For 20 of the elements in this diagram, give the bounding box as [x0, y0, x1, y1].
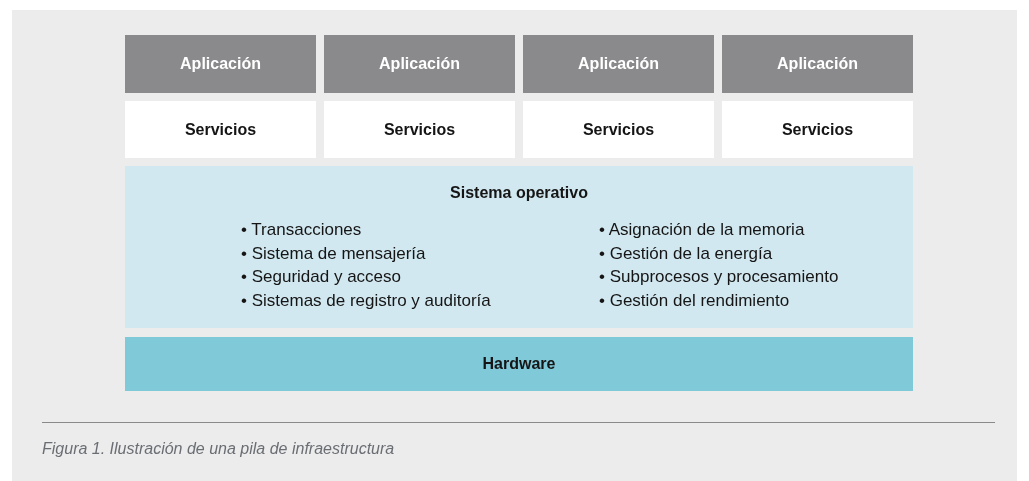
figure-caption: Figura 1. Ilustración de una pila de infraestructura — [42, 440, 395, 458]
bullet-item: • Gestión del rendimiento — [599, 289, 791, 312]
application-layer-box: Aplicación — [523, 35, 714, 93]
bullet-item: • Sistema de mensajería — [241, 242, 427, 265]
application-layer-box: Aplicación — [324, 35, 515, 93]
bullet-item: • Gestión de la energía — [599, 242, 774, 265]
operating-system-layer-box — [125, 166, 913, 328]
hardware-layer-box: Hardware — [125, 337, 913, 391]
application-layer-box: Aplicación — [125, 35, 316, 93]
services-layer-box: Servicios — [125, 101, 316, 158]
bullet-item: • Asignación de la memoria — [599, 219, 806, 241]
bullet-item: • Seguridad y acceso — [241, 266, 402, 288]
layer-heading: Sistema operativo — [449, 184, 589, 202]
bullet-item: • Sistemas de registro y auditoría — [241, 289, 491, 312]
services-layer-box: Servicios — [722, 101, 913, 158]
bullet-item: • Transacciones — [241, 219, 363, 241]
bullet-item: • Subprocesos y procesamiento — [599, 266, 839, 288]
services-layer-box: Servicios — [324, 101, 515, 158]
application-layer-box: Aplicación — [722, 35, 913, 93]
services-layer-box: Servicios — [523, 101, 714, 158]
